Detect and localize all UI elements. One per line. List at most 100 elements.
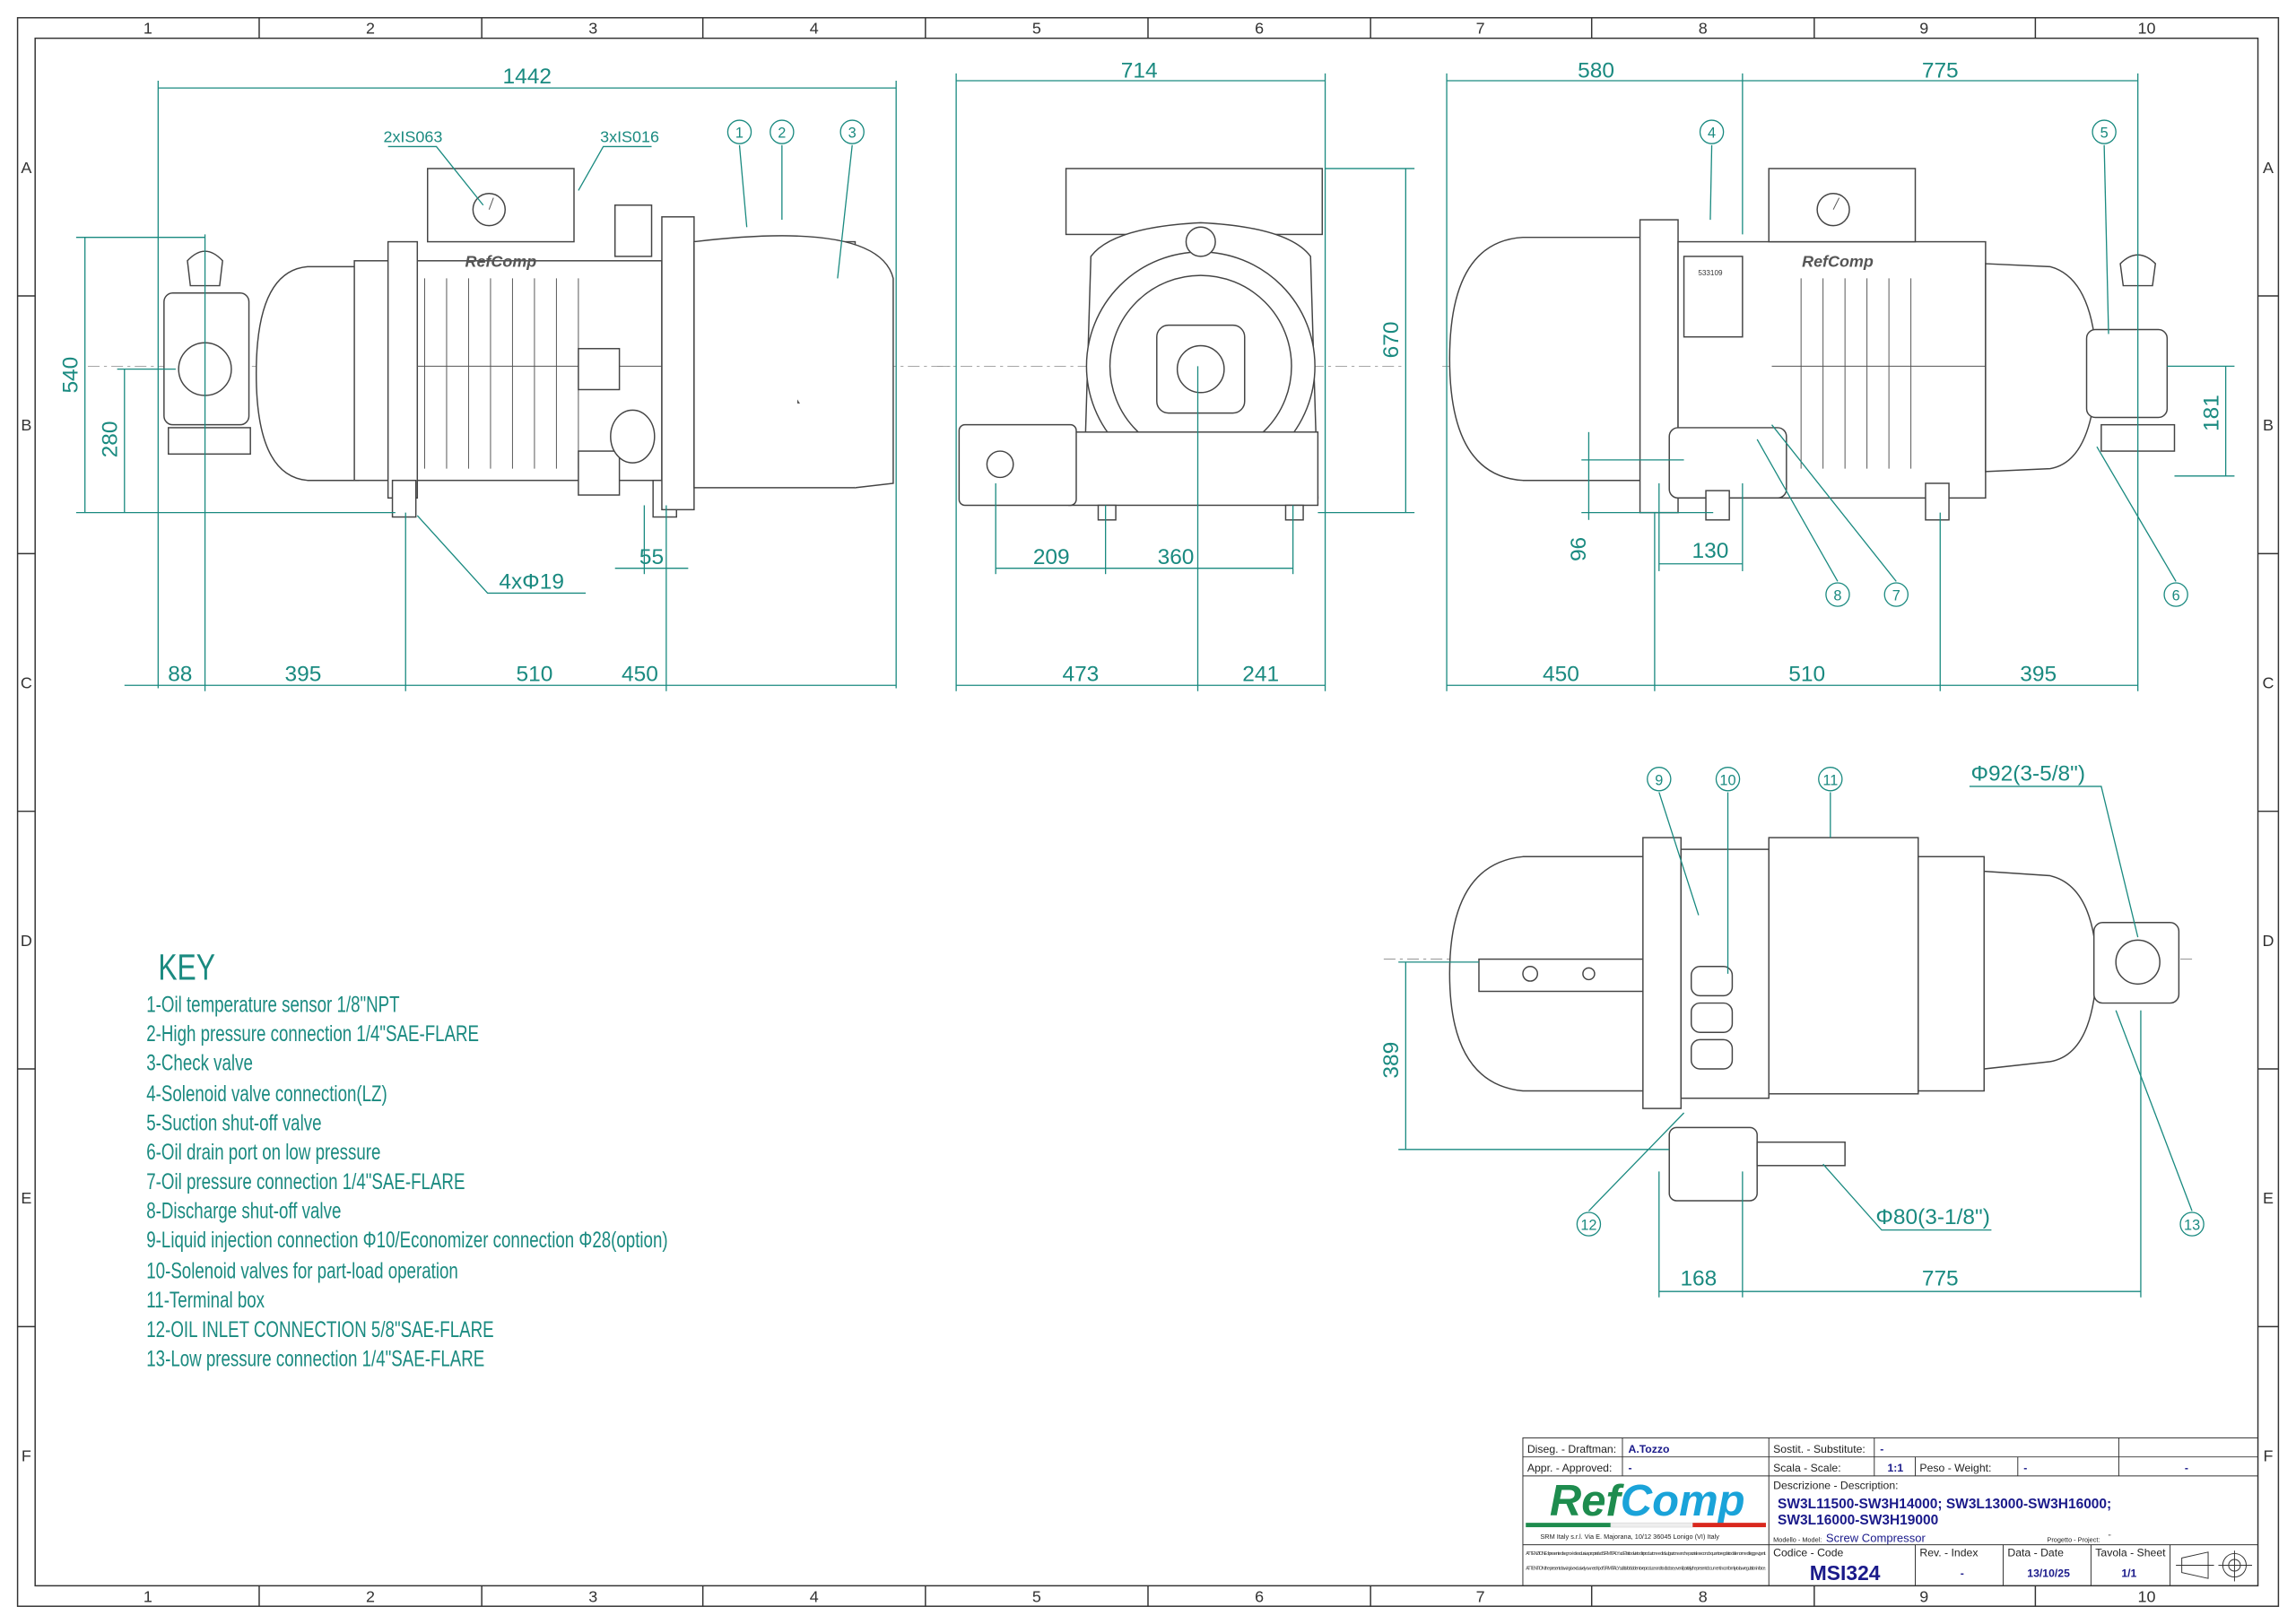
balloon-5: 5 xyxy=(2092,119,2117,144)
grid-col-label: 7 xyxy=(1476,1587,1485,1605)
balloon-11: 11 xyxy=(1818,767,1843,792)
projection-symbol-icon xyxy=(2176,1550,2253,1582)
legal-notice-en: ATTENTION: the present drawing is exclus… xyxy=(1526,1566,1766,1571)
key-legend: KEY 1-Oil temperature sensor 1/8"NPT 2-H… xyxy=(146,947,667,1372)
dim-bottom: 510 xyxy=(517,662,553,686)
sheet-label: Tavola - Sheet xyxy=(2095,1547,2166,1559)
dim-bottom: 395 xyxy=(2020,662,2057,686)
code-value: MSI324 xyxy=(1810,1561,1881,1585)
key-item: 9-Liquid injection connection Φ10/Econom… xyxy=(146,1227,667,1252)
grid-col-label: 6 xyxy=(1255,20,1264,38)
balloon-number: 5 xyxy=(2100,126,2109,142)
grid-row-label: F xyxy=(2263,1447,2273,1465)
approved-label: Appr. - Approved: xyxy=(1527,1462,1613,1474)
grid-col-label: 4 xyxy=(810,20,819,38)
label-cable-gland-small: 3xIS016 xyxy=(600,128,659,146)
balloon-number: 12 xyxy=(1580,1218,1596,1234)
model-value: Screw Compressor xyxy=(1826,1531,1926,1544)
dim-55: 55 xyxy=(639,545,664,569)
dim-bottom: 510 xyxy=(1788,662,1825,686)
dim-front-width: 714 xyxy=(1121,59,1158,83)
legal-notice-it: ATTENZIONE: il presente disegno è di esc… xyxy=(1526,1551,1766,1557)
grid-row-label: A xyxy=(21,159,31,177)
project-value: " xyxy=(2109,1533,2111,1541)
label-suction-diameter: Φ92(3-5/8") xyxy=(1970,761,2085,786)
grid-col-label: 10 xyxy=(2137,1587,2155,1605)
balloon-number: 10 xyxy=(1719,772,1735,788)
balloon-number: 3 xyxy=(848,126,857,142)
grid-row-label: B xyxy=(21,416,31,434)
grid-col-label: 1 xyxy=(144,1587,152,1605)
refcomp-logo: RefComp xyxy=(1550,1477,1745,1525)
grid-row-label: C xyxy=(21,674,32,692)
grid-row-label: E xyxy=(21,1189,31,1207)
label-discharge-diameter: Φ80(3-1/8") xyxy=(1875,1205,1990,1229)
front-view: 714 670 209 360 473 241 xyxy=(936,59,1415,691)
column-labels-bottom: 1 2 3 4 5 6 7 8 9 10 xyxy=(144,1587,2156,1605)
nameplate: 533109 xyxy=(1698,269,1723,277)
date-label: Data - Date xyxy=(2007,1547,2064,1559)
grid-col-label: 8 xyxy=(1699,1587,1708,1605)
grid-col-label: 5 xyxy=(1032,20,1041,38)
balloon-number: 6 xyxy=(2172,588,2180,604)
key-item: 13-Low pressure connection 1/4"SAE-FLARE xyxy=(146,1346,484,1371)
side-view-right: RefComp 533109 580 775 181 96 130 450 51… xyxy=(1442,59,2235,691)
extra-value: - xyxy=(2185,1462,2188,1474)
dim-top: 775 xyxy=(1922,59,1959,83)
dimension-lines xyxy=(75,80,897,691)
dim-bottom: 395 xyxy=(285,662,322,686)
dimension-lines xyxy=(955,73,1415,691)
grid-col-label: 9 xyxy=(1919,20,1928,38)
dim-360: 360 xyxy=(1158,545,1195,569)
key-item: 2-High pressure connection 1/4"SAE-FLARE xyxy=(146,1020,479,1046)
key-item: 7-Oil pressure connection 1/4"SAE-FLARE xyxy=(146,1168,465,1194)
date-value: 13/10/25 xyxy=(2027,1568,2070,1580)
balloon-7: 7 xyxy=(1883,582,1909,607)
dim-height-280: 280 xyxy=(99,421,123,458)
key-item: 4-Solenoid valve connection(LZ) xyxy=(146,1081,387,1106)
description-label: Descrizione - Description: xyxy=(1773,1480,1898,1492)
column-labels-top: 1 2 3 4 5 6 7 8 9 10 xyxy=(144,20,2156,38)
balloon-4: 4 xyxy=(1699,119,1725,144)
balloon-number: 11 xyxy=(1822,772,1838,788)
body-logo: RefComp xyxy=(465,252,537,270)
key-item: 5-Suction shut-off valve xyxy=(146,1110,321,1135)
balloon-number: 4 xyxy=(1708,126,1716,142)
balloon-3: 3 xyxy=(839,119,865,144)
dim-181: 181 xyxy=(2199,395,2223,431)
key-item: 8-Discharge shut-off valve xyxy=(146,1198,341,1223)
project-label: Progetto - Project: xyxy=(2047,1535,2100,1543)
compressor-top-drawing xyxy=(1383,837,2196,1202)
dim-bottom: 450 xyxy=(622,662,658,686)
balloon-9: 9 xyxy=(1647,767,1672,792)
compressor-side-drawing: RefComp xyxy=(87,168,952,518)
balloon-number: 8 xyxy=(1833,588,1841,604)
row-labels-left: A B C D E F xyxy=(21,159,32,1465)
grid-col-label: 3 xyxy=(588,20,597,38)
balloon-number: 2 xyxy=(778,126,786,142)
weight-label: Peso - Weight: xyxy=(1919,1462,1991,1474)
rev-label: Rev. - Index xyxy=(1919,1547,1978,1559)
balloon-2: 2 xyxy=(770,119,795,144)
dim-96: 96 xyxy=(1567,537,1591,561)
row-labels-right: A B C D E F xyxy=(2262,159,2274,1465)
scale-label: Scala - Scale: xyxy=(1773,1462,1840,1474)
balloon-12: 12 xyxy=(1576,1211,1602,1237)
key-item: 11-Terminal box xyxy=(146,1287,265,1312)
dimension-lines xyxy=(1446,73,2235,691)
grid-col-label: 7 xyxy=(1476,20,1485,38)
label-foot-holes: 4xΦ19 xyxy=(499,570,564,595)
grid-col-label: 10 xyxy=(2137,20,2155,38)
balloon-1: 1 xyxy=(726,119,752,144)
grid-col-label: 2 xyxy=(366,1587,375,1605)
code-label: Codice - Code xyxy=(1773,1547,1843,1559)
grid-col-label: 9 xyxy=(1919,1587,1928,1605)
logo-flag-green xyxy=(1526,1523,1611,1528)
draftman-value: A.Tozzo xyxy=(1629,1443,1670,1455)
dim-bottom: 88 xyxy=(168,662,192,686)
weight-value: - xyxy=(2023,1462,2027,1474)
dim-front-height: 670 xyxy=(1379,322,1404,359)
balloon-number: 9 xyxy=(1655,772,1663,788)
key-item: 10-Solenoid valves for part-load operati… xyxy=(146,1258,458,1283)
sheet-frame: 1 2 3 4 5 6 7 8 9 10 1 2 3 4 5 6 7 8 9 1… xyxy=(16,17,2280,1607)
